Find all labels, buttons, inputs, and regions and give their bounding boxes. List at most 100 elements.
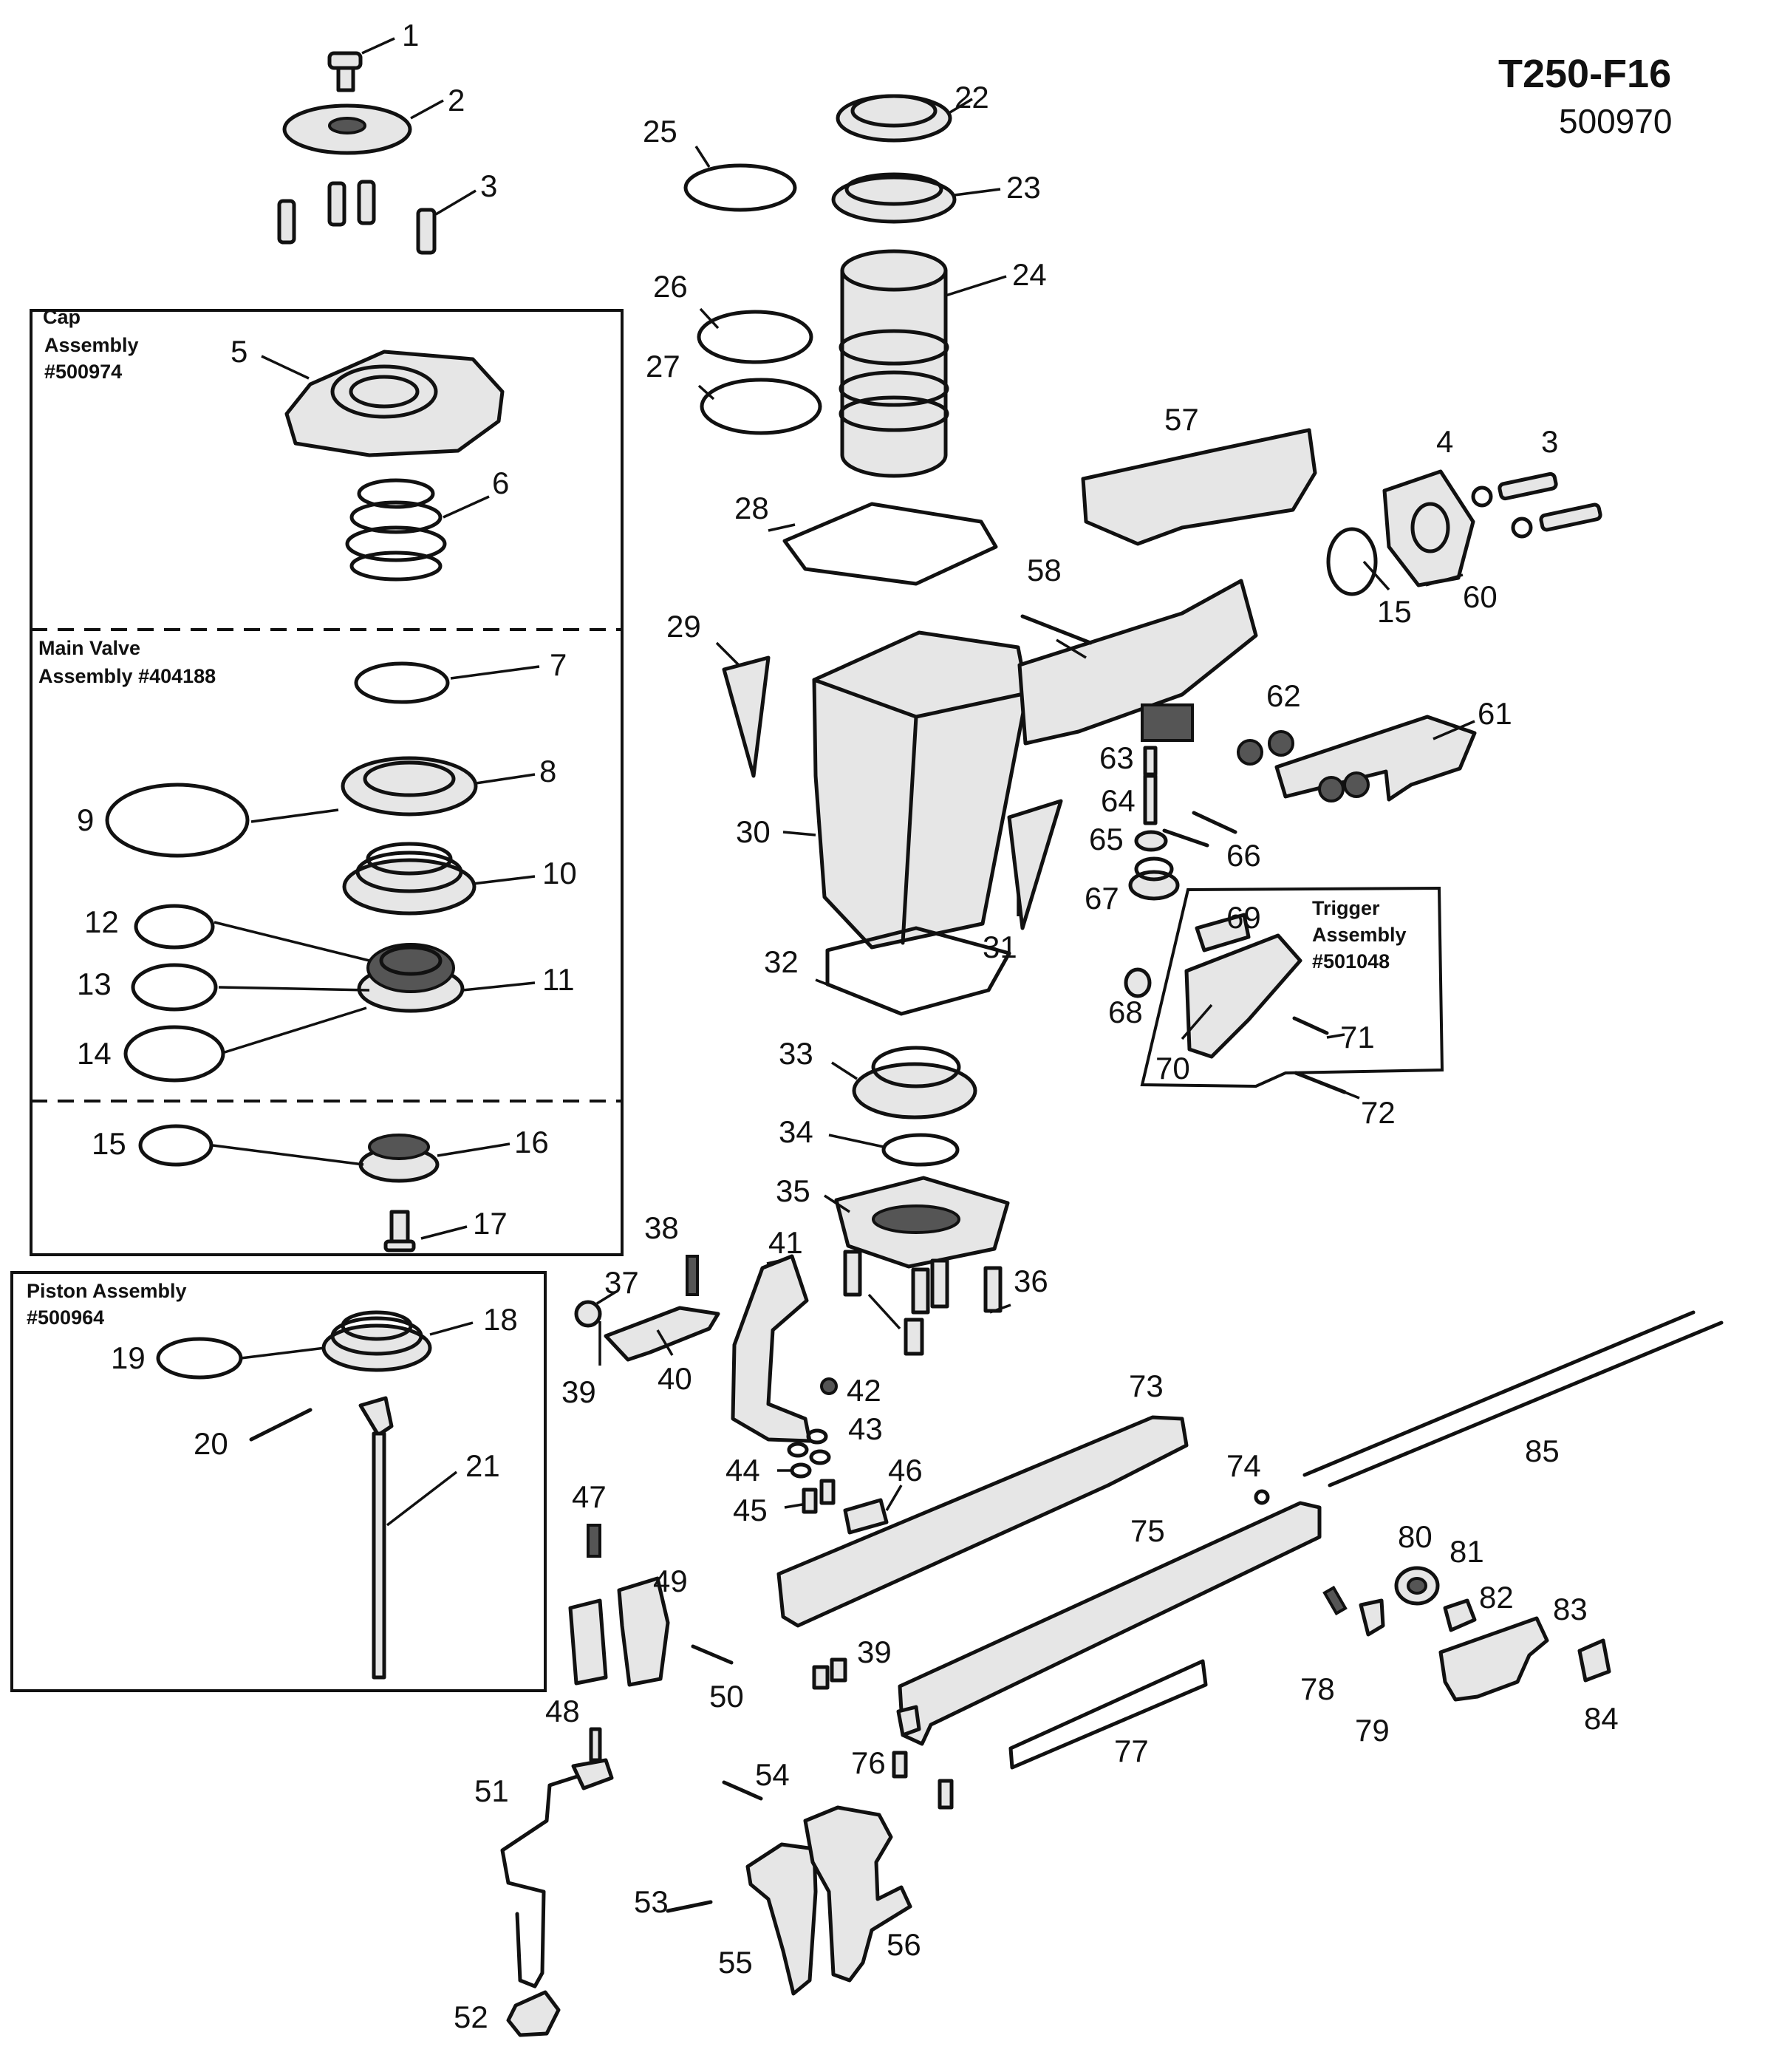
part-71-pin <box>1292 1016 1329 1035</box>
part-77-label-strip <box>1008 1659 1208 1770</box>
callout-64: 64 <box>1101 783 1136 818</box>
part-65-oring <box>1134 830 1168 852</box>
part-35-nose-plate <box>834 1176 1010 1269</box>
callout-41: 41 <box>768 1225 803 1260</box>
callout-8: 8 <box>539 754 556 788</box>
callout-81: 81 <box>1450 1534 1484 1569</box>
part-21-driver <box>358 1396 394 1680</box>
callout-21: 21 <box>465 1448 500 1483</box>
part-number: 500970 <box>1559 102 1673 140</box>
callout-19: 19 <box>111 1340 146 1375</box>
callout-85: 85 <box>1525 1434 1560 1468</box>
part-7-oring <box>354 661 450 704</box>
part-62-nuts <box>1237 730 1370 802</box>
callout-10: 10 <box>542 856 577 890</box>
callout-47: 47 <box>572 1479 607 1514</box>
callout-56: 56 <box>887 1927 921 1962</box>
callout-20: 20 <box>194 1426 228 1461</box>
part-51-wheel <box>571 1758 614 1790</box>
callout-2: 2 <box>448 83 465 117</box>
part-55-contact-trip <box>745 1842 818 1996</box>
callout-numbers: 1 2 3 3 4 5 6 7 8 9 10 11 12 13 14 15 15… <box>77 18 1619 2034</box>
part-48-latch <box>568 1598 608 1686</box>
callout-46: 46 <box>888 1453 923 1487</box>
leader-lines <box>212 37 1475 1527</box>
trigger-assembly-label-1: Trigger <box>1312 897 1380 919</box>
part-40-latch <box>604 1306 720 1362</box>
part-46-label <box>843 1498 889 1535</box>
callout-11: 11 <box>542 962 575 997</box>
part-76-screws <box>892 1751 954 1810</box>
callout-84: 84 <box>1584 1701 1619 1736</box>
model-title: T250-F16 <box>1498 52 1671 96</box>
callout-25: 25 <box>643 114 677 149</box>
trigger-assembly-label-2: Assembly <box>1312 924 1407 946</box>
callout-1: 1 <box>402 18 419 52</box>
trigger-assembly-box: Trigger Assembly #501048 <box>1140 886 1444 1088</box>
callout-45: 45 <box>733 1493 768 1527</box>
part-69-trigger-spring <box>1195 913 1251 952</box>
part-6-spring <box>345 478 447 582</box>
callout-67: 67 <box>1085 881 1119 916</box>
piston-assembly-label-2: #500964 <box>27 1306 104 1329</box>
part-16-valve-stop <box>358 1134 440 1183</box>
part-54-pin <box>722 1780 763 1801</box>
part-9-oring <box>105 783 250 858</box>
callout-16: 16 <box>514 1125 549 1159</box>
part-82-retainer <box>1443 1598 1477 1632</box>
callout-28: 28 <box>734 491 769 525</box>
cap-assembly-label-2: Assembly <box>44 334 139 356</box>
part-25-oring <box>683 163 797 212</box>
callout-74: 74 <box>1226 1448 1261 1483</box>
callout-4: 4 <box>1436 424 1453 459</box>
callout-39: 39 <box>561 1374 596 1409</box>
callout-34: 34 <box>779 1114 813 1149</box>
part-57-handle-cover <box>1081 428 1317 546</box>
part-53-pin <box>666 1900 713 1913</box>
part-51-wire-linkage <box>500 1770 593 1988</box>
callout-65: 65 <box>1089 822 1124 856</box>
part-2-deflector <box>282 103 412 155</box>
callout-38: 38 <box>644 1210 679 1245</box>
part-52-adjuster <box>506 1990 561 2037</box>
callout-6: 6 <box>492 466 509 500</box>
part-38-spring <box>686 1255 699 1296</box>
part-14-oring <box>123 1025 225 1083</box>
callout-69: 69 <box>1226 900 1261 935</box>
part-59-valve-block <box>1141 703 1194 742</box>
callout-61: 61 <box>1478 696 1512 731</box>
callout-42: 42 <box>847 1373 881 1408</box>
part-17-screw <box>383 1210 416 1253</box>
part-34-disc <box>881 1133 960 1167</box>
part-36-bolts <box>843 1250 1003 1356</box>
part-4-end-cap <box>1382 469 1475 587</box>
part-8-seal <box>341 756 478 817</box>
part-20-pin <box>249 1408 313 1442</box>
part-70-trigger <box>1184 933 1302 1059</box>
cap-assembly-label-3: #500974 <box>44 361 122 383</box>
part-61-belt-hook <box>1274 715 1477 802</box>
part-45-screws <box>802 1479 836 1514</box>
callout-83: 83 <box>1553 1592 1588 1626</box>
callout-53: 53 <box>634 1884 669 1919</box>
part-28-gasket <box>782 502 998 586</box>
callout-5: 5 <box>231 334 247 369</box>
part-15-oring-lower <box>138 1124 214 1167</box>
part-75-endcap <box>896 1705 921 1737</box>
part-56-nose <box>803 1805 912 1983</box>
part-63-spring <box>1143 746 1158 777</box>
piston-assembly-box: Piston Assembly #500964 <box>10 1271 547 1692</box>
callout-18: 18 <box>483 1302 518 1337</box>
callout-78: 78 <box>1300 1671 1335 1706</box>
part-78-spring <box>1322 1585 1348 1616</box>
part-31-side-plate <box>1007 799 1063 930</box>
part-74-clip <box>1254 1489 1270 1505</box>
part-24-cylinder <box>839 249 949 478</box>
part-66-pin-a <box>1162 828 1209 848</box>
part-23-ring <box>831 172 957 224</box>
callout-43: 43 <box>848 1411 883 1446</box>
part-50-pin <box>691 1644 734 1665</box>
callout-32: 32 <box>764 944 799 979</box>
callout-51: 51 <box>474 1773 509 1808</box>
